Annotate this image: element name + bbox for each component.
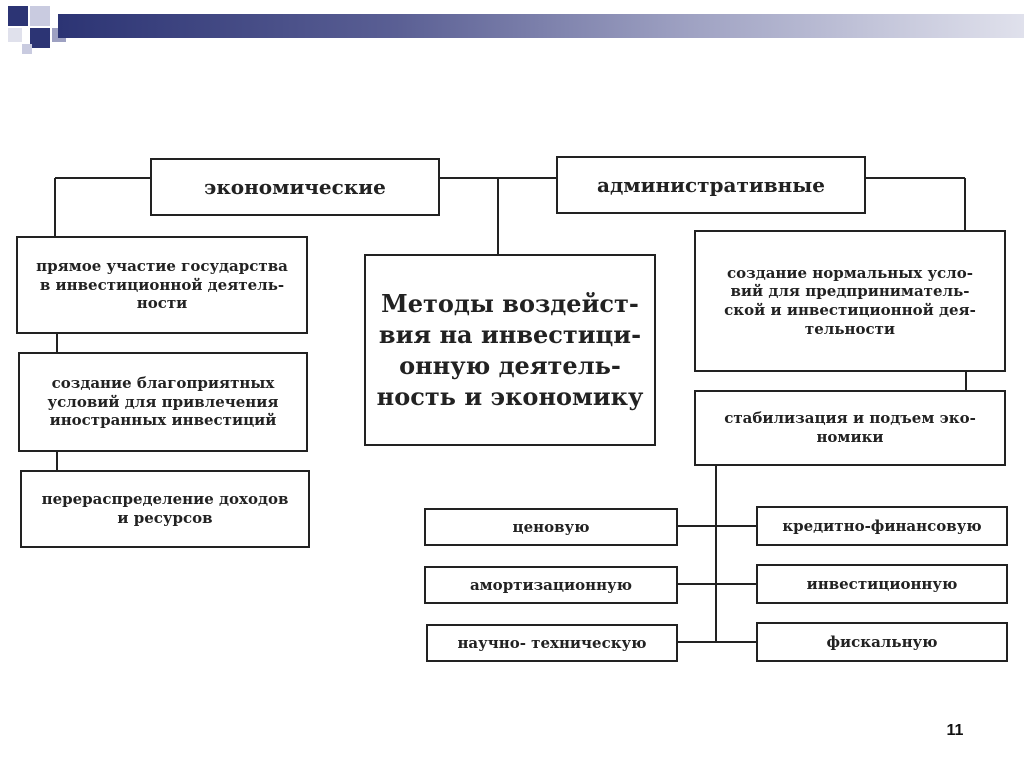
decor-square [8, 6, 28, 26]
decor-square [8, 28, 22, 42]
economic-item-box: прямое участие государства в инвестицион… [16, 236, 308, 334]
administrative-item-box: стабилизация и подъем эко- номики [694, 390, 1006, 466]
decor-square [22, 44, 32, 54]
policy-box-left: научно- техническую [426, 624, 678, 662]
economic-methods-box: экономические [150, 158, 440, 216]
administrative-methods-box: административные [556, 156, 866, 214]
administrative-item-text: создание нормальных усло- вий для предпр… [724, 263, 976, 338]
policy-label: амортизационную [469, 575, 633, 594]
policy-label: инвестиционную [806, 574, 958, 593]
decor-square [30, 28, 50, 48]
policy-label: фискальную [826, 632, 938, 651]
administrative-methods-label: административные [596, 172, 826, 197]
page-number: 11 [946, 722, 964, 739]
header-gradient-bar [58, 14, 1024, 38]
policy-box-left: амортизационную [424, 566, 678, 604]
economic-methods-label: экономические [204, 174, 386, 199]
economic-item-text: перераспределение доходов и ресурсов [41, 490, 289, 527]
decor-square [30, 6, 50, 26]
policy-box-right: инвестиционную [756, 564, 1008, 604]
economic-item-text: прямое участие государства в инвестицион… [36, 256, 288, 313]
central-concept-box: Методы воздейст- вия на инвестици- онную… [364, 254, 656, 446]
economic-item-text: создание благоприятных условий для привл… [47, 373, 279, 430]
economic-item-box: перераспределение доходов и ресурсов [20, 470, 310, 548]
administrative-item-text: стабилизация и подъем эко- номики [724, 409, 976, 446]
policy-box-right: кредитно-финансовую [756, 506, 1008, 546]
policy-label: научно- техническую [457, 633, 647, 652]
administrative-item-box: создание нормальных усло- вий для предпр… [694, 230, 1006, 372]
policy-box-left: ценовую [424, 508, 678, 546]
policy-box-right: фискальную [756, 622, 1008, 662]
policy-label: кредитно-финансовую [782, 516, 982, 535]
policy-label: ценовую [512, 517, 590, 536]
slide-header-decoration [0, 0, 1024, 60]
economic-item-box: создание благоприятных условий для привл… [18, 352, 308, 452]
central-concept-text: Методы воздейст- вия на инвестици- онную… [376, 288, 644, 412]
